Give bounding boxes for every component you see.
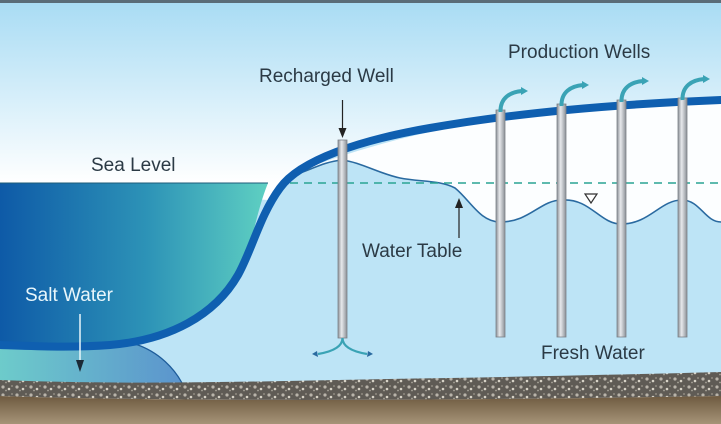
production-well bbox=[556, 81, 589, 338]
production-wells-label: Production Wells bbox=[508, 42, 651, 63]
recharge-outflow-icon bbox=[317, 337, 368, 356]
water-table-pointer-arrowhead bbox=[455, 198, 463, 208]
salt-water-interface bbox=[134, 343, 183, 384]
recharged-well-arrowhead bbox=[338, 128, 347, 138]
production-well bbox=[677, 75, 710, 338]
fresh-water-label: Fresh Water bbox=[541, 343, 645, 364]
outflow-left-arrowhead bbox=[312, 351, 318, 357]
aquifer-boundary bbox=[0, 96, 721, 351]
water-table-label: Water Table bbox=[362, 241, 463, 262]
unsaturated-zone bbox=[290, 102, 721, 224]
recharged-well-pipe bbox=[337, 139, 348, 339]
salt-water-pointer-arrowhead bbox=[76, 360, 84, 372]
production-well bbox=[616, 77, 649, 338]
water-table-symbol-icon bbox=[583, 193, 599, 205]
production-well bbox=[495, 87, 528, 338]
sea-water bbox=[0, 183, 268, 347]
outflow-right-arrowhead bbox=[367, 351, 373, 357]
sea-level-label: Sea Level bbox=[91, 155, 176, 176]
salt-water-label: Salt Water bbox=[25, 285, 113, 306]
recharged-well-label: Recharged Well bbox=[259, 66, 394, 87]
bedrock-soil bbox=[0, 396, 721, 424]
salt-water-wedge bbox=[0, 344, 182, 383]
gravel-layer bbox=[0, 372, 721, 400]
top-border bbox=[0, 0, 721, 3]
